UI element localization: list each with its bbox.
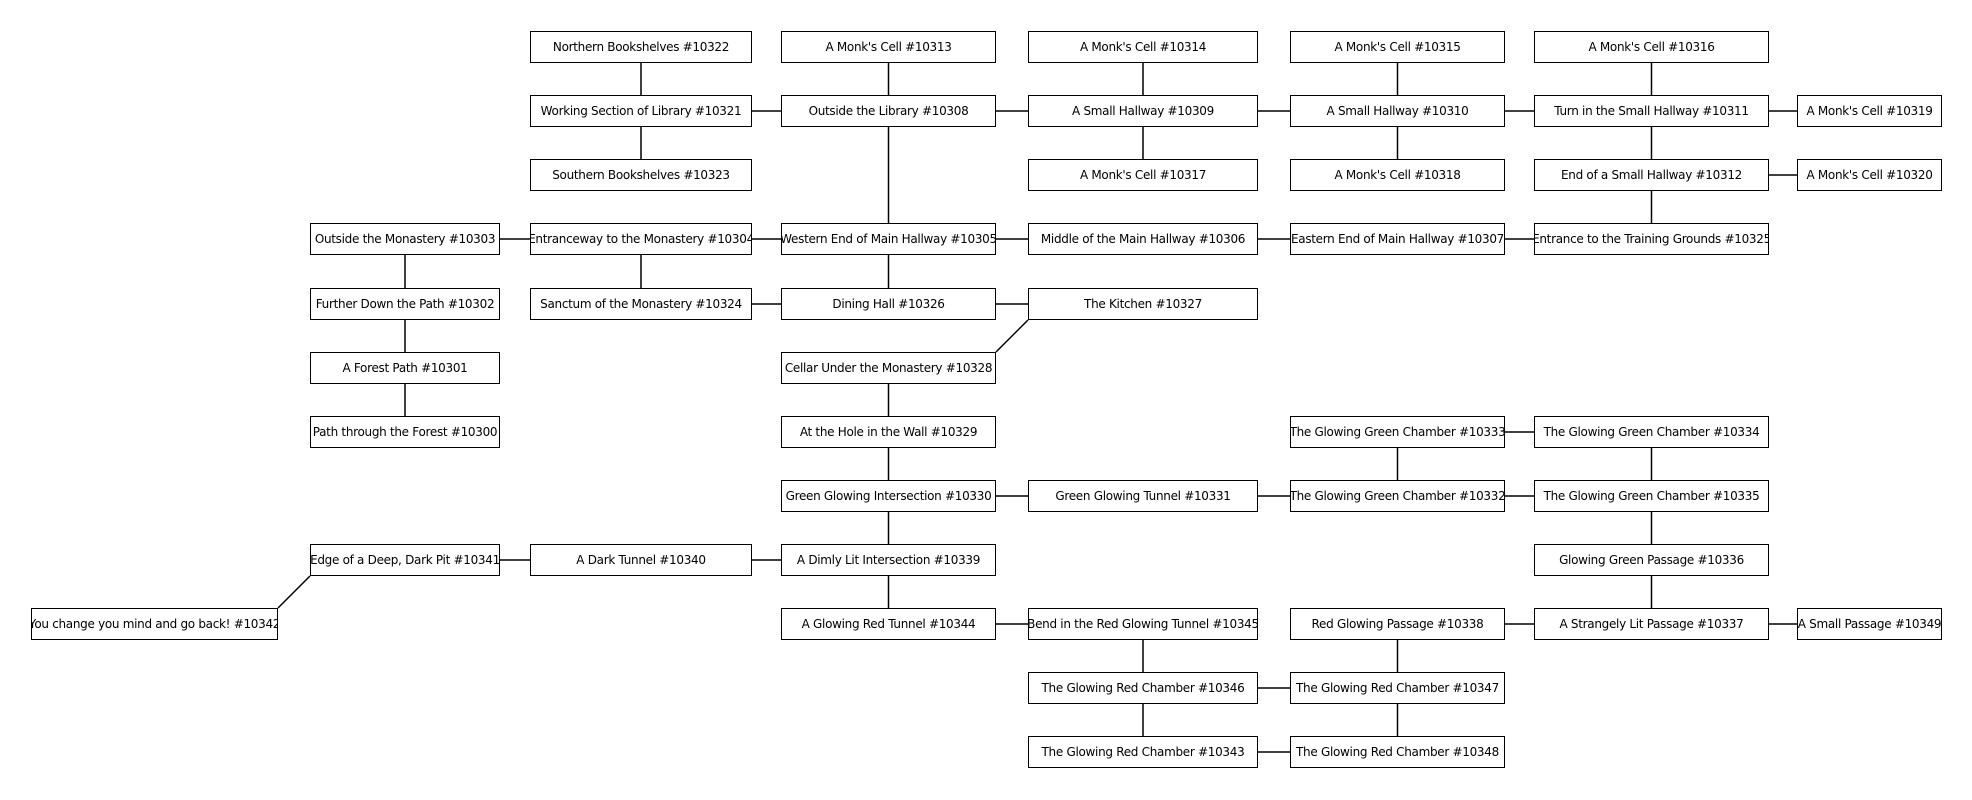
room-10309: A Small Hallway #10309	[1028, 95, 1258, 127]
room-10335: The Glowing Green Chamber #10335	[1534, 480, 1769, 512]
room-10331: Green Glowing Tunnel #10331	[1028, 480, 1258, 512]
room-10317: A Monk's Cell #10317	[1028, 159, 1258, 191]
room-10348: The Glowing Red Chamber #10348	[1290, 736, 1505, 768]
room-10347: The Glowing Red Chamber #10347	[1290, 672, 1505, 704]
room-10311: Turn in the Small Hallway #10311	[1534, 95, 1769, 127]
room-10326: Dining Hall #10326	[781, 288, 996, 320]
room-10325: Entrance to the Training Grounds #10325	[1534, 223, 1769, 255]
room-10340: A Dark Tunnel #10340	[530, 544, 752, 576]
room-10303: Outside the Monastery #10303	[310, 223, 500, 255]
room-10328: Cellar Under the Monastery #10328	[781, 352, 996, 384]
room-10334: The Glowing Green Chamber #10334	[1534, 416, 1769, 448]
room-10318: A Monk's Cell #10318	[1290, 159, 1505, 191]
room-10308: Outside the Library #10308	[781, 95, 996, 127]
room-10300: Path through the Forest #10300	[310, 416, 500, 448]
room-10339: A Dimly Lit Intersection #10339	[781, 544, 996, 576]
exit-10341-10342	[277, 575, 311, 609]
room-10322: Northern Bookshelves #10322	[530, 31, 752, 63]
room-10346: The Glowing Red Chamber #10346	[1028, 672, 1258, 704]
room-10321: Working Section of Library #10321	[530, 95, 752, 127]
room-10324: Sanctum of the Monastery #10324	[530, 288, 752, 320]
room-10336: Glowing Green Passage #10336	[1534, 544, 1769, 576]
room-10313: A Monk's Cell #10313	[781, 31, 996, 63]
room-10333: The Glowing Green Chamber #10333	[1290, 416, 1505, 448]
room-10341: Edge of a Deep, Dark Pit #10341	[310, 544, 500, 576]
room-10314: A Monk's Cell #10314	[1028, 31, 1258, 63]
room-10306: Middle of the Main Hallway #10306	[1028, 223, 1258, 255]
room-10315: A Monk's Cell #10315	[1290, 31, 1505, 63]
room-10349: A Small Passage #10349	[1797, 608, 1942, 640]
room-10323: Southern Bookshelves #10323	[530, 159, 752, 191]
room-10316: A Monk's Cell #10316	[1534, 31, 1769, 63]
room-10301: A Forest Path #10301	[310, 352, 500, 384]
room-10342: You change you mind and go back! #10342	[31, 608, 278, 640]
room-10338: Red Glowing Passage #10338	[1290, 608, 1505, 640]
room-10310: A Small Hallway #10310	[1290, 95, 1505, 127]
room-10305: Western End of Main Hallway #10305	[781, 223, 996, 255]
room-10329: At the Hole in the Wall #10329	[781, 416, 996, 448]
room-10327: The Kitchen #10327	[1028, 288, 1258, 320]
room-10302: Further Down the Path #10302	[310, 288, 500, 320]
room-10319: A Monk's Cell #10319	[1797, 95, 1942, 127]
room-10307: Eastern End of Main Hallway #10307	[1290, 223, 1505, 255]
room-10343: The Glowing Red Chamber #10343	[1028, 736, 1258, 768]
room-10330: Green Glowing Intersection #10330	[781, 480, 996, 512]
room-10312: End of a Small Hallway #10312	[1534, 159, 1769, 191]
room-10304: Entranceway to the Monastery #10304	[530, 223, 752, 255]
room-10344: A Glowing Red Tunnel #10344	[781, 608, 996, 640]
room-10345: Bend in the Red Glowing Tunnel #10345	[1028, 608, 1258, 640]
room-10320: A Monk's Cell #10320	[1797, 159, 1942, 191]
room-10337: A Strangely Lit Passage #10337	[1534, 608, 1769, 640]
exit-10327-10328	[995, 319, 1029, 353]
room-10332: The Glowing Green Chamber #10332	[1290, 480, 1505, 512]
